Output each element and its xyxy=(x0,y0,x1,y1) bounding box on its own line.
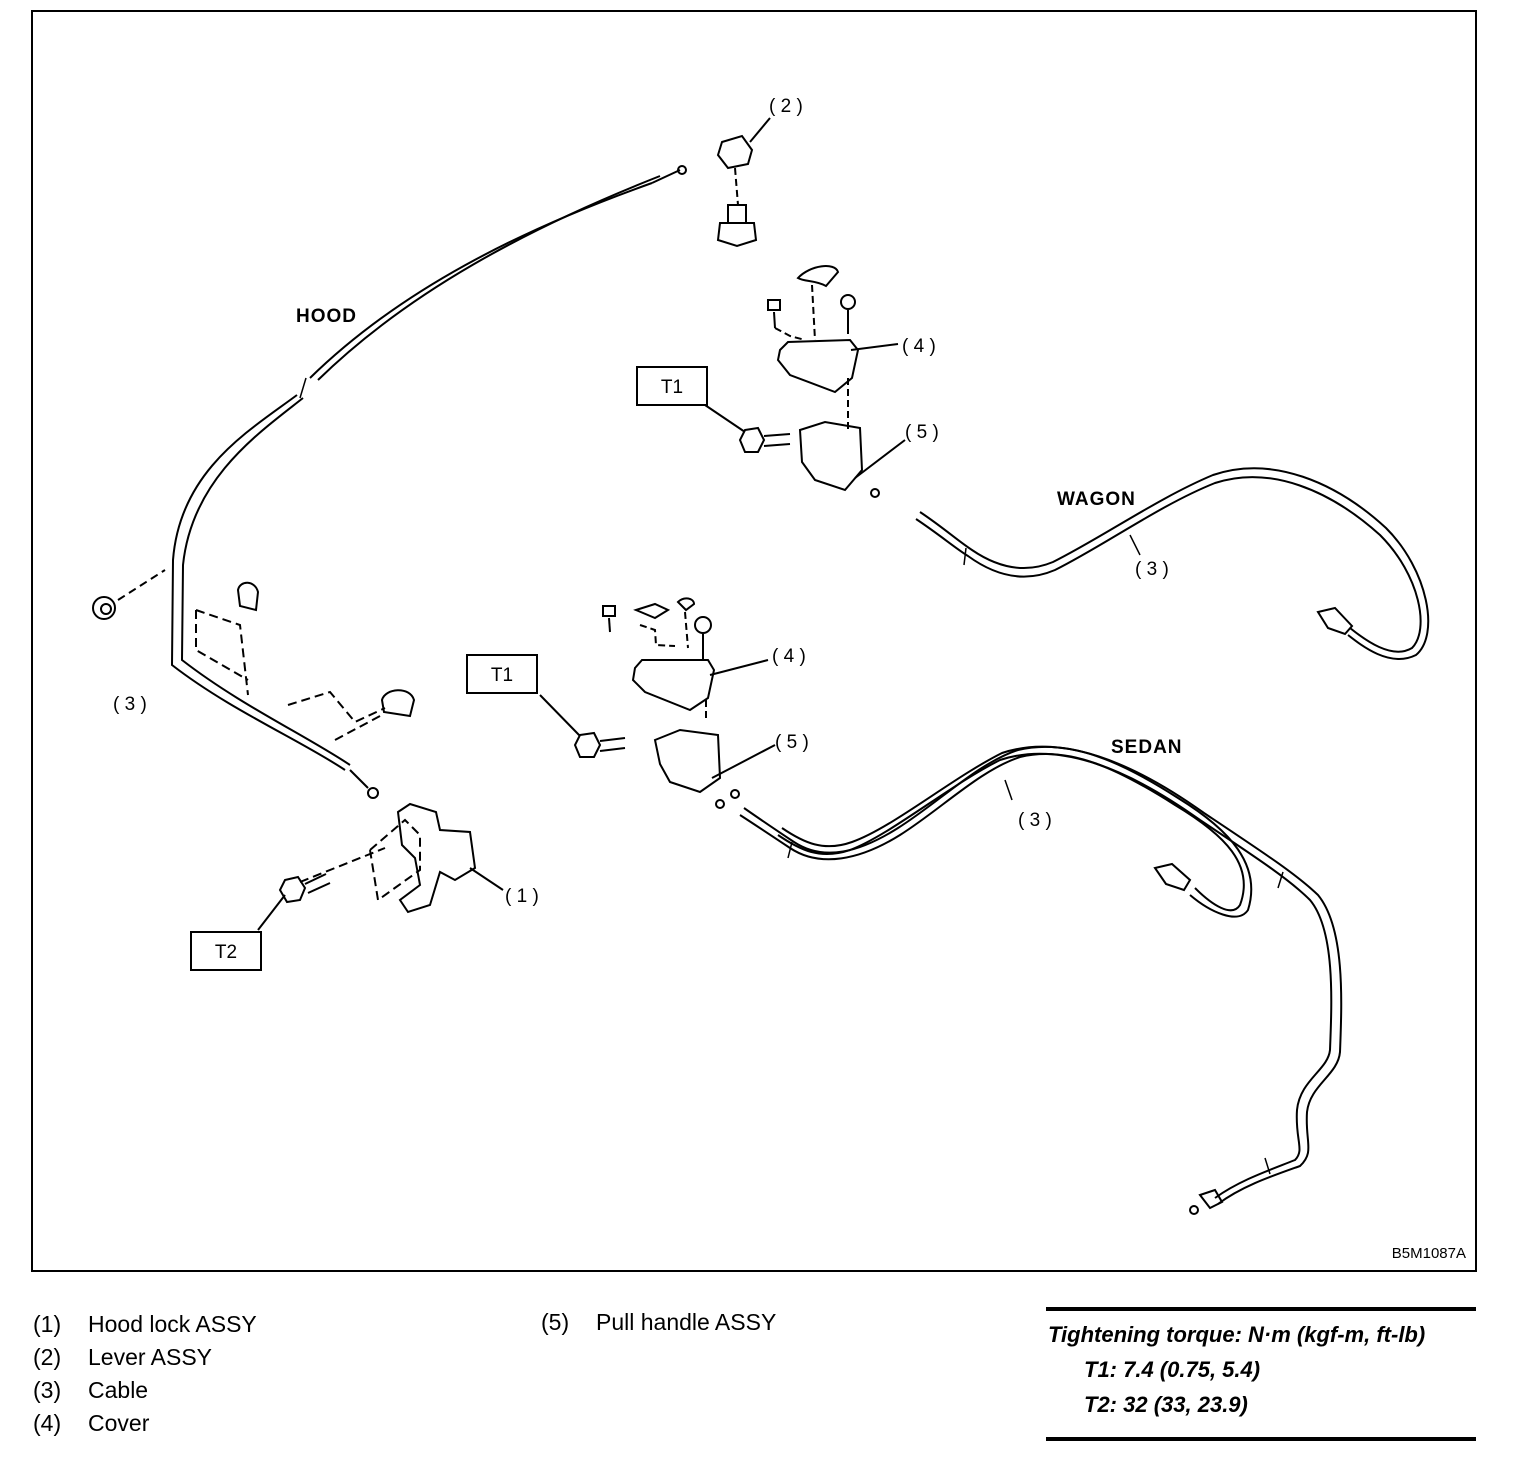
hood-lock-bolt-icon xyxy=(257,873,331,931)
torque-tag-box xyxy=(636,366,708,406)
legend-num: (3) xyxy=(33,1377,62,1403)
callout-4-sedan: ( 4 ) xyxy=(772,646,806,667)
legend-text: Lever ASSY xyxy=(88,1344,213,1370)
cable-clip-icon xyxy=(287,689,416,741)
legend-num: (1) xyxy=(33,1311,62,1337)
callout-2: ( 2 ) xyxy=(769,96,803,117)
sedan-cable xyxy=(739,745,1343,1215)
wagon-pull-handle-icon xyxy=(767,265,906,498)
torque-spec: Tightening torque: N·m (kgf-m, ft-lb) T1… xyxy=(1046,1307,1476,1441)
torque-spec-title: Tightening torque: N·m (kgf-m, ft-lb) xyxy=(1048,1322,1426,1347)
cable-clip-icon xyxy=(195,581,260,696)
legend-item: (2) Lever ASSY xyxy=(33,1341,257,1374)
legend-text: Cable xyxy=(88,1377,149,1403)
parts-legend-left: (1) Hood lock ASSY (2) Lever ASSY (3) Cable… xyxy=(33,1308,257,1440)
callout-3-wagon: ( 3 ) xyxy=(1135,559,1169,580)
lever-assy-icon xyxy=(716,117,771,248)
sedan-bolt-icon xyxy=(539,694,626,758)
figure-frame xyxy=(31,10,1477,1272)
legend-num: (5) xyxy=(541,1309,570,1335)
torque-spec-t1: T1: 7.4 (0.75, 5.4) xyxy=(1084,1357,1261,1382)
wagon-bolt-icon xyxy=(704,404,791,453)
callout-3-hood: ( 3 ) xyxy=(113,694,147,715)
wagon-cable xyxy=(915,467,1430,660)
legend-text: Pull handle ASSY xyxy=(596,1309,777,1335)
legend-item: (3) Cable xyxy=(33,1374,257,1407)
legend-num: (2) xyxy=(33,1344,62,1370)
section-label-sedan: SEDAN xyxy=(1111,737,1183,758)
torque-spec-t2: T2: 32 (33, 23.9) xyxy=(1084,1392,1248,1417)
callout-3-sedan: ( 3 ) xyxy=(1018,810,1052,831)
torque-tag-t2: T2 xyxy=(215,942,237,963)
parts-legend-right: (5) Pull handle ASSY xyxy=(541,1306,776,1339)
legend-item: (4) Cover xyxy=(33,1407,257,1440)
section-label-hood: HOOD xyxy=(296,306,357,327)
hood-lock-assy-icon xyxy=(299,802,504,914)
figure-code: B5M1087A xyxy=(1392,1245,1466,1262)
callout-5-wagon: ( 5 ) xyxy=(905,422,939,443)
sedan-pull-handle-icon xyxy=(602,597,776,809)
section-label-wagon: WAGON xyxy=(1057,489,1136,510)
legend-item: (5) Pull handle ASSY xyxy=(541,1306,776,1339)
legend-num: (4) xyxy=(33,1410,62,1436)
callout-4-wagon: ( 4 ) xyxy=(902,336,936,357)
torque-tag-box xyxy=(466,654,538,694)
hood-cable xyxy=(170,165,687,799)
legend-text: Hood lock ASSY xyxy=(88,1311,257,1337)
grommet-icon xyxy=(92,569,166,620)
torque-tag-t1-sedan: T1 xyxy=(491,665,513,686)
callout-5-sedan: ( 5 ) xyxy=(775,732,809,753)
legend-item: (1) Hood lock ASSY xyxy=(33,1308,257,1341)
torque-tag-box xyxy=(190,931,262,971)
callout-1: ( 1 ) xyxy=(505,886,539,907)
torque-tag-t1-wagon: T1 xyxy=(661,377,683,398)
legend-text: Cover xyxy=(88,1410,150,1436)
